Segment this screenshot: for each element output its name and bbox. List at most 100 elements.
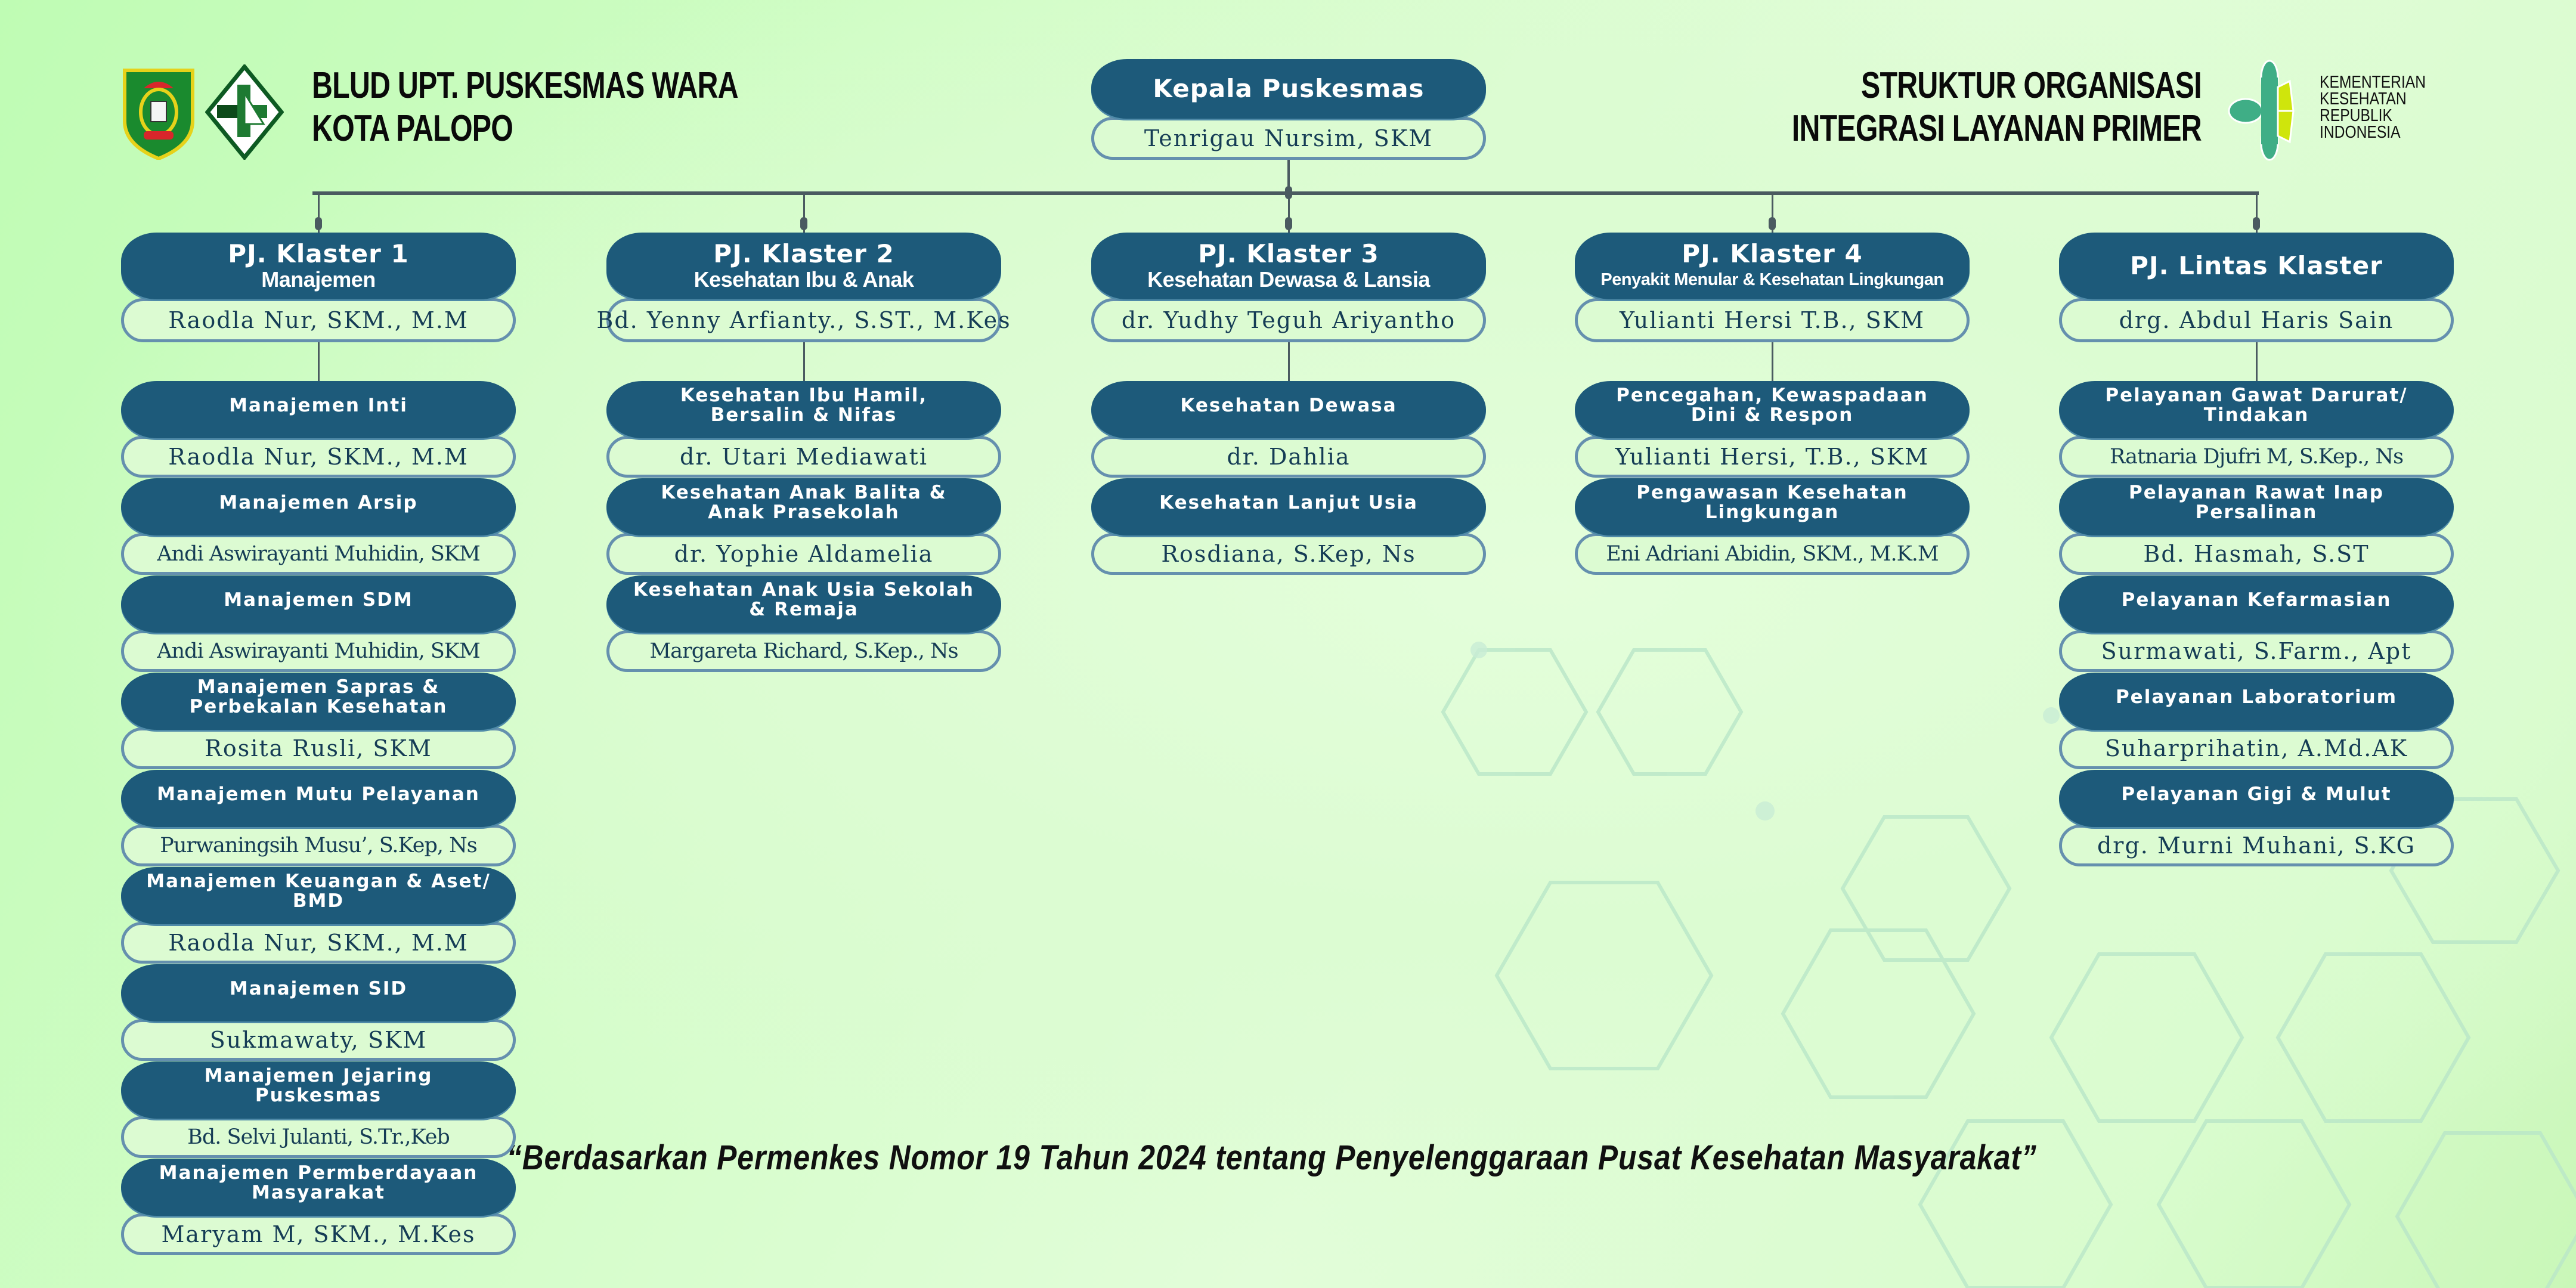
unit-person-name: Suharprihatin, A.Md.AK [2104, 735, 2408, 761]
unit-title-box: Manajemen SDM [121, 575, 516, 633]
unit-title: Pelayanan Rawat Inap Persalinan [2129, 482, 2384, 523]
unit-person-box: dr. Dahlia [1091, 436, 1486, 478]
unit-person-name: Eni Adriani Abidin, SKM., M.K.M [1606, 542, 1939, 566]
cluster-subtitle: Kesehatan Ibu & Anak [693, 267, 914, 292]
cluster-subtitle: Manajemen [261, 267, 376, 292]
kemenkes-text-line: KESEHATAN [2320, 89, 2407, 109]
unit-title: Manajemen Jejaring Puskesmas [204, 1065, 433, 1106]
unit-title-box: Pelayanan Rawat Inap Persalinan [2059, 478, 2454, 535]
unit-person-box: Eni Adriani Abidin, SKM., M.K.M [1575, 533, 1970, 575]
unit-person-name: Rosdiana, S.Kep, Ns [1161, 541, 1416, 567]
connector-dot [1285, 217, 1292, 230]
connector-line [318, 194, 320, 233]
unit-person-name: Maryam M, SKM., M.Kes [161, 1221, 476, 1247]
connector-line [1287, 160, 1290, 194]
unit-person-box: Yulianti Hersi, T.B., SKM [1575, 436, 1970, 478]
unit-person-box: Bd. Selvi Julanti, S.Tr.,Keb [121, 1116, 516, 1158]
kemenkes-text-line: KEMENTERIAN [2320, 73, 2426, 92]
unit-title-box: Manajemen Jejaring Puskesmas [121, 1061, 516, 1119]
cluster-title: PJ. Klaster 4 [1682, 239, 1863, 268]
cluster-lead-name: drg. Abdul Haris Sain [2119, 307, 2394, 333]
unit-title-box: Kesehatan Lanjut Usia [1091, 478, 1486, 535]
cluster-lead-name: Raodla Nur, SKM., M.M [168, 307, 469, 333]
unit-title-box: Manajemen Mutu Pelayanan [121, 770, 516, 827]
unit-title: Pencegahan, Kewaspadaan Dini & Respon [1616, 385, 1928, 426]
unit-person-name: drg. Murni Muhani, S.KG [2097, 832, 2416, 859]
unit-person-name: Raodla Nur, SKM., M.M [168, 444, 469, 470]
connector-dot [1769, 217, 1776, 230]
connector-line [2256, 194, 2258, 233]
unit-title-box: Kesehatan Ibu Hamil, Bersalin & Nifas [606, 381, 1001, 438]
unit-person-box: Ratnaria Djufri M, S.Kep., Ns [2059, 436, 2454, 478]
cluster-title: PJ. Klaster 2 [713, 239, 894, 268]
head-title: Kepala Puskesmas [1153, 74, 1425, 103]
regulation-quote: “Berdasarkan Permenkes Nomor 19 Tahun 20… [506, 1138, 2037, 1177]
unit-person-box: Raodla Nur, SKM., M.M [121, 436, 516, 478]
cluster-lead-name: Bd. Yenny Arfianty., S.ST., M.Kes [596, 307, 1011, 333]
unit-title: Pelayanan Kefarmasian [2121, 589, 2392, 611]
unit-person-name: Yulianti Hersi, T.B., SKM [1615, 444, 1930, 470]
unit-person-box: Bd. Hasmah, S.ST [2059, 533, 2454, 575]
unit-title-box: Kesehatan Anak Usia Sekolah & Remaja [606, 575, 1001, 633]
unit-person-name: Surmawati, S.Farm., Apt [2101, 638, 2412, 664]
unit-person-box: Sukmawaty, SKM [121, 1019, 516, 1061]
connector-line [1288, 342, 1290, 382]
head-name: Tenrigau Nursim, SKM [1144, 125, 1433, 151]
unit-title: Manajemen SID [229, 977, 408, 999]
unit-person-box: Raodla Nur, SKM., M.M [121, 922, 516, 964]
unit-person-name: Margareta Richard, S.Kep., Ns [649, 639, 958, 663]
unit-person-box: Surmawati, S.Farm., Apt [2059, 630, 2454, 672]
unit-title: Kesehatan Dewasa [1180, 394, 1397, 416]
kota-palopo-emblem [123, 69, 194, 160]
cluster-2-lead-box: Bd. Yenny Arfianty., S.ST., M.Kes [596, 298, 1010, 342]
cluster-4-header: PJ. Klaster 4 Penyakit Menular & Kesehata… [1575, 233, 1970, 299]
unit-person-box: Rosdiana, S.Kep, Ns [1091, 533, 1486, 575]
unit-title: Kesehatan Lanjut Usia [1159, 491, 1418, 513]
unit-person-box: dr. Utari Mediawati [606, 436, 1001, 478]
unit-person-box: Andi Aswirayanti Muhidin, SKM [121, 630, 516, 672]
unit-title-box: Pelayanan Gawat Darurat/ Tindakan [2059, 381, 2454, 438]
cluster-lead-name: Yulianti Hersi T.B., SKM [1619, 307, 1925, 333]
unit-title-box: Manajemen Arsip [121, 478, 516, 535]
unit-person-name: Ratnaria Djufri M, S.Kep., Ns [2109, 445, 2404, 469]
unit-title: Manajemen Permberdayaan Masyarakat [159, 1162, 478, 1203]
unit-person-name: Andi Aswirayanti Muhidin, SKM [157, 639, 481, 663]
unit-title: Pelayanan Laboratorium [2115, 686, 2398, 708]
connector-line [2256, 342, 2258, 382]
unit-title: Manajemen SDM [224, 589, 413, 611]
chart-title: STRUKTUR ORGANISASI INTEGRASI LAYANAN PR… [1792, 64, 2202, 150]
connector-line [318, 342, 320, 382]
organization-name-line1: BLUD UPT. PUSKESMAS WARA [312, 65, 739, 106]
unit-title-box: Kesehatan Dewasa [1091, 381, 1486, 438]
kemenkes-text-line: REPUBLIK [2320, 106, 2392, 125]
unit-person-box: Purwaningsih Musu’, S.Kep, Ns [121, 825, 516, 866]
cluster-subtitle: Penyakit Menular & Kesehatan Lingkungan [1600, 270, 1944, 289]
unit-title-box: Pencegahan, Kewaspadaan Dini & Respon [1575, 381, 1970, 438]
cluster-lead-name: dr. Yudhy Teguh Ariyantho [1121, 307, 1456, 333]
unit-person-name: Bd. Selvi Julanti, S.Tr.,Keb [187, 1125, 450, 1149]
connector-horizontal-line [312, 191, 2259, 195]
unit-title: Kesehatan Anak Usia Sekolah & Remaja [633, 579, 974, 620]
unit-person-box: Rosita Rusli, SKM [121, 727, 516, 769]
unit-title: Manajemen Keuangan & Aset/ BMD [146, 871, 491, 912]
kemenkes-logo [2228, 60, 2295, 161]
chart-title-line2: INTEGRASI LAYANAN PRIMER [1791, 108, 2202, 149]
cluster-4-lead-box: Yulianti Hersi T.B., SKM [1575, 298, 1970, 342]
unit-person-name: dr. Dahlia [1227, 444, 1351, 470]
unit-person-name: Purwaningsih Musu’, S.Kep, Ns [160, 834, 477, 857]
connector-line [803, 342, 805, 382]
kemenkes-text-line: INDONESIA [2320, 123, 2401, 142]
unit-title: Manajemen Arsip [219, 491, 418, 513]
unit-title-box: Kesehatan Anak Balita & Anak Prasekolah [606, 478, 1001, 535]
cluster-3-lead-box: dr. Yudhy Teguh Ariyantho [1091, 298, 1486, 342]
unit-title: Kesehatan Ibu Hamil, Bersalin & Nifas [680, 385, 928, 426]
unit-title-box: Manajemen Inti [121, 381, 516, 438]
unit-person-name: Andi Aswirayanti Muhidin, SKM [157, 542, 481, 566]
unit-person-name: dr. Yophie Aldamelia [674, 541, 934, 567]
unit-title-box: Pelayanan Kefarmasian [2059, 575, 2454, 633]
connector-dot [2253, 217, 2260, 230]
unit-title-box: Manajemen Sapras & Perbekalan Kesehatan [121, 673, 516, 730]
unit-title: Pengawasan Kesehatan Lingkungan [1636, 482, 1908, 523]
unit-person-name: Sukmawaty, SKM [209, 1027, 428, 1053]
cluster-title: PJ. Klaster 3 [1198, 239, 1379, 268]
